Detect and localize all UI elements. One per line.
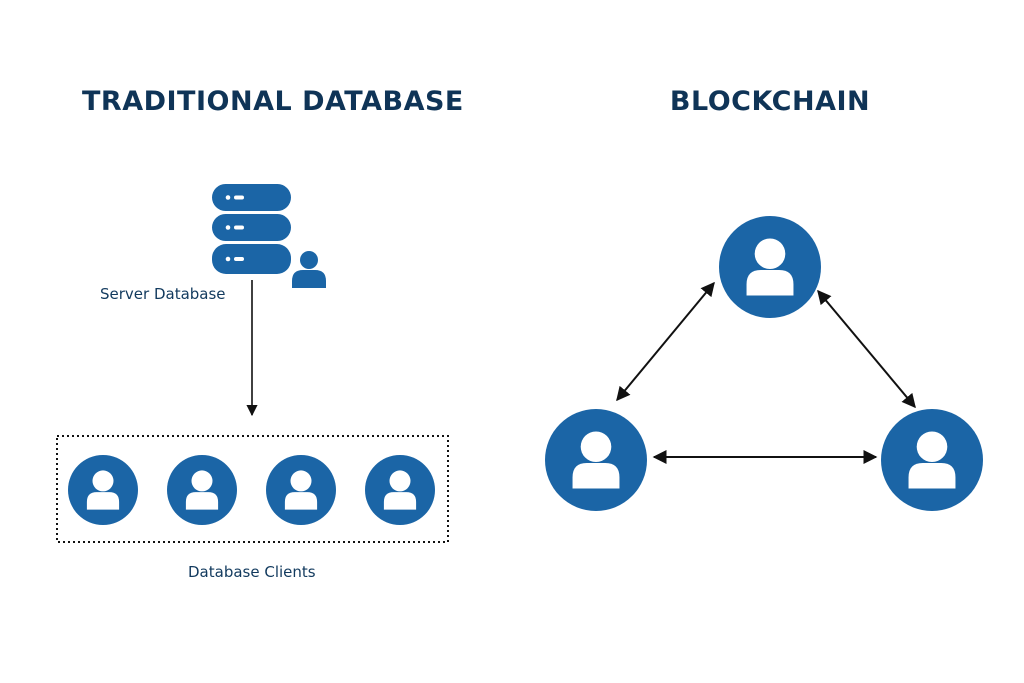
arrow-top-right xyxy=(817,289,916,409)
blockchain-node-icon-right xyxy=(881,409,983,511)
blockchain-title: BLOCKCHAIN xyxy=(669,86,871,117)
blockchain-node-icon-left xyxy=(545,409,647,511)
arrow-left-top xyxy=(616,281,715,402)
blockchain-node-icon-top xyxy=(719,216,821,318)
client-user-icon-3 xyxy=(266,455,336,525)
database-server-icon xyxy=(212,184,291,274)
admin-user-icon xyxy=(292,251,326,288)
clients-dotted-box xyxy=(56,435,449,543)
database-clients-label: Database Clients xyxy=(188,563,316,581)
traditional-database-title: TRADITIONAL DATABASE xyxy=(82,86,464,117)
client-user-icon-2 xyxy=(167,455,237,525)
client-user-icon-4 xyxy=(365,455,435,525)
server-database-label: Server Database xyxy=(100,285,226,303)
client-user-icon-1 xyxy=(68,455,138,525)
